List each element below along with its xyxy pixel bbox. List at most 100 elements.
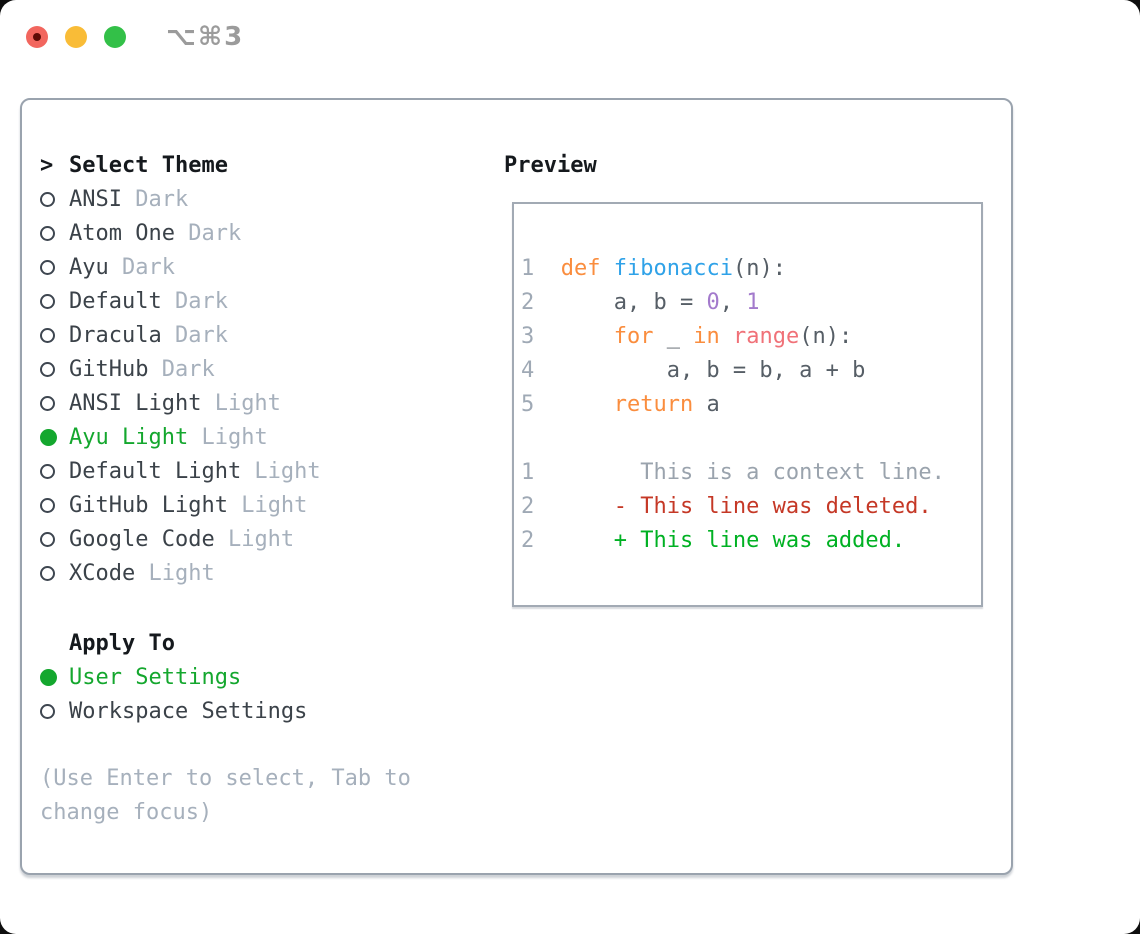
code-token: 0 bbox=[706, 290, 720, 315]
theme-variant-badge: Light bbox=[135, 560, 215, 586]
theme-name: Dracula bbox=[69, 322, 162, 348]
code-line bbox=[521, 422, 981, 456]
code-line: 4 a, b = b, a + b bbox=[521, 354, 981, 388]
radio-unselected-icon[interactable] bbox=[40, 191, 55, 207]
radio-unselected-icon[interactable] bbox=[40, 531, 55, 547]
theme-variant-badge: Dark bbox=[161, 288, 228, 314]
radio-unselected-icon[interactable] bbox=[40, 703, 55, 719]
code-token: + This line was added. bbox=[534, 528, 906, 553]
close-button-icon[interactable] bbox=[26, 26, 48, 48]
line-number: 2 bbox=[521, 290, 535, 315]
code-token: def bbox=[560, 256, 601, 281]
code-token: 1 bbox=[746, 290, 760, 315]
radio-unselected-icon[interactable] bbox=[40, 327, 55, 343]
theme-row[interactable]: Ayu Dark bbox=[40, 250, 480, 284]
code-token: return bbox=[613, 392, 694, 417]
apply-to-title: Apply To bbox=[69, 630, 175, 656]
theme-name: Default bbox=[69, 288, 162, 314]
code-token bbox=[534, 324, 613, 349]
theme-variant-badge: Light bbox=[241, 458, 321, 484]
radio-unselected-icon[interactable] bbox=[40, 395, 55, 411]
radio-unselected-icon[interactable] bbox=[40, 565, 55, 581]
code-line: 2 a, b = 0, 1 bbox=[521, 286, 981, 320]
theme-row[interactable]: Google Code Light bbox=[40, 522, 480, 556]
theme-row[interactable]: GitHub Dark bbox=[40, 352, 480, 386]
apply-to-header: Apply To bbox=[40, 626, 480, 660]
code-line: 1 This is a context line. bbox=[521, 456, 981, 490]
traffic-lights bbox=[26, 26, 126, 48]
code-line: 1 def fibonacci(n): bbox=[521, 252, 981, 286]
theme-variant-badge: Dark bbox=[161, 322, 228, 348]
theme-row[interactable]: ANSI Dark bbox=[40, 182, 480, 216]
theme-variant-badge: Light bbox=[214, 526, 295, 552]
minimize-button-icon[interactable] bbox=[65, 26, 87, 48]
theme-name: Ayu bbox=[69, 254, 109, 280]
theme-name: ANSI Light bbox=[69, 390, 202, 416]
theme-variant-badge: Light bbox=[227, 492, 308, 518]
radio-unselected-icon[interactable] bbox=[40, 463, 55, 479]
theme-name: GitHub Light bbox=[69, 492, 228, 518]
line-number: 1 bbox=[521, 256, 535, 281]
apply-option-row[interactable]: User Settings bbox=[40, 660, 480, 694]
radio-unselected-icon[interactable] bbox=[40, 259, 55, 275]
code-line: 5 return a bbox=[521, 388, 981, 422]
zoom-button-icon[interactable] bbox=[104, 26, 126, 48]
radio-selected-icon[interactable] bbox=[40, 668, 57, 686]
code-token: in bbox=[693, 324, 720, 349]
theme-row[interactable]: GitHub Light Light bbox=[40, 488, 480, 522]
theme-row[interactable]: Atom One Dark bbox=[40, 216, 480, 250]
apply-option-label: User Settings bbox=[69, 664, 242, 690]
theme-variant-badge: Light bbox=[188, 424, 268, 450]
theme-name: Default Light bbox=[69, 458, 242, 484]
radio-unselected-icon[interactable] bbox=[40, 225, 55, 241]
radio-unselected-icon[interactable] bbox=[40, 293, 55, 309]
theme-name: GitHub bbox=[69, 356, 149, 382]
code-token: , bbox=[719, 290, 747, 315]
code-token: fibonacci bbox=[613, 256, 733, 281]
line-number: 4 bbox=[521, 358, 535, 383]
focus-prompt-icon: > bbox=[40, 152, 54, 178]
theme-row[interactable]: XCode Light bbox=[40, 556, 480, 590]
window-title-shortcut: ⌥⌘3 bbox=[166, 22, 245, 52]
theme-variant-badge: Light bbox=[201, 390, 281, 416]
titlebar: ⌥⌘3 bbox=[0, 0, 1140, 72]
code-token: (n): bbox=[732, 256, 786, 281]
theme-name: Ayu Light bbox=[69, 424, 189, 450]
line-number: 3 bbox=[521, 324, 535, 349]
code-token: _ bbox=[653, 324, 694, 349]
theme-variant-badge: Dark bbox=[174, 220, 242, 246]
line-number: 1 bbox=[521, 460, 535, 485]
code-token: This is a context line. bbox=[534, 460, 945, 485]
theme-name: ANSI bbox=[69, 186, 122, 212]
radio-unselected-icon[interactable] bbox=[40, 361, 55, 377]
theme-list-header: > Select Theme bbox=[40, 148, 480, 182]
radio-unselected-icon[interactable] bbox=[40, 497, 55, 513]
line-number: 2 bbox=[521, 528, 535, 553]
radio-selected-icon[interactable] bbox=[40, 428, 57, 446]
line-number: 2 bbox=[521, 494, 535, 519]
theme-row[interactable]: Ayu Light Light bbox=[40, 420, 480, 454]
keyboard-hint-text: (Use Enter to select, Tab to change focu… bbox=[40, 766, 411, 825]
code-token bbox=[720, 324, 733, 349]
theme-list-title: Select Theme bbox=[69, 152, 228, 178]
apply-option-row[interactable]: Workspace Settings bbox=[40, 694, 480, 728]
code-line: 2 - This line was deleted. bbox=[521, 490, 981, 524]
code-line: 3 for _ in range(n): bbox=[521, 320, 981, 354]
code-token: (n): bbox=[799, 324, 853, 349]
theme-row[interactable]: Dracula Dark bbox=[40, 318, 480, 352]
code-token: - This line was deleted. bbox=[534, 494, 932, 519]
code-line: 2 + This line was added. bbox=[521, 524, 981, 558]
theme-row[interactable]: Default Dark bbox=[40, 284, 480, 318]
theme-row[interactable]: ANSI Light Light bbox=[40, 386, 480, 420]
theme-name: XCode bbox=[69, 560, 136, 586]
preview-title: Preview bbox=[504, 152, 597, 178]
theme-variant-badge: Dark bbox=[121, 186, 189, 212]
code-token: for bbox=[613, 324, 654, 349]
theme-row[interactable]: Default Light Light bbox=[40, 454, 480, 488]
